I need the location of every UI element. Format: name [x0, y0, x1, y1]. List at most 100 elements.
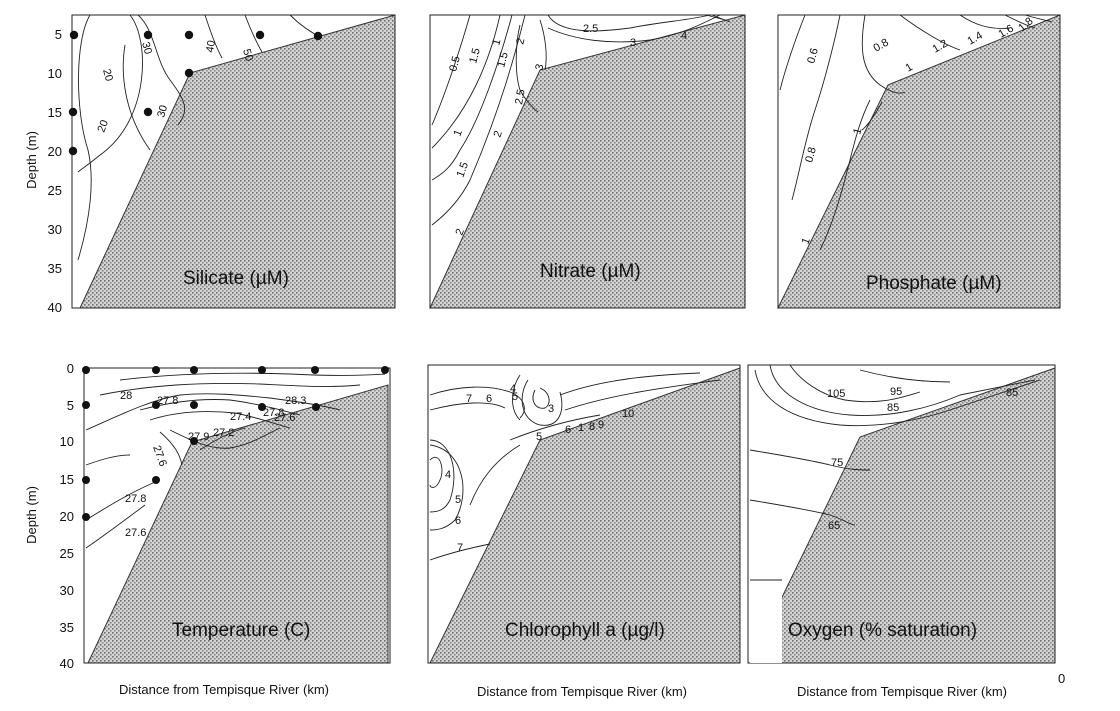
contour-label: 1 — [578, 422, 584, 434]
contour-label: 4 — [510, 383, 516, 395]
contour-label: 7 — [457, 542, 463, 554]
sample-point — [152, 401, 160, 409]
sample-point — [313, 31, 323, 41]
y-axis-label: Depth (m) — [24, 131, 39, 189]
y-tick-label: 15 — [48, 105, 62, 120]
y-tick-label: 25 — [60, 546, 74, 561]
sample-point — [82, 401, 90, 409]
sample-point — [258, 366, 266, 374]
contour-lines — [749, 364, 1041, 526]
sample-point — [69, 30, 79, 40]
y-tick-label: 35 — [48, 261, 62, 276]
sample-point — [184, 68, 194, 78]
contour-label: 27.4 — [230, 411, 251, 423]
contour-labels: 20 30 40 50 20 30 20 — [96, 39, 255, 134]
contour-label: 1 — [800, 236, 813, 246]
x-axis-label: Distance from Tempisque River (km) — [797, 684, 1007, 699]
contour-label: 28 — [120, 390, 132, 402]
contour-label: 0.5 — [447, 55, 463, 73]
contour-lines — [779, 14, 1053, 251]
panel-chlorophyll: 7 6 5 4 3 10 5 6 1 8 9 4 5 6 7 Chlorophy… — [427, 364, 741, 699]
contour-labels: 7 6 5 4 3 10 5 6 1 8 9 4 5 6 7 — [445, 383, 634, 554]
plot-frame — [427, 364, 741, 664]
panel-title: Temperature (C) — [172, 620, 310, 641]
contour-lines — [85, 372, 386, 549]
contour-lines — [77, 14, 323, 261]
y-axis: 0 5 10 15 20 25 30 35 40 Depth (m) — [24, 361, 74, 671]
contour-label: 2 — [454, 227, 467, 237]
sample-point — [68, 107, 78, 117]
contour-label: 0.6 — [805, 47, 821, 65]
sample-point — [143, 30, 153, 40]
contour-label: 30 — [139, 41, 154, 56]
contour-lines — [429, 372, 721, 561]
panel-title: Phosphate (µM) — [866, 273, 1002, 294]
panel-title: Chlorophyll a (µg/l) — [505, 620, 665, 641]
contour-label: 3 — [533, 63, 546, 72]
sample-point — [82, 476, 90, 484]
y-tick-label: 35 — [60, 620, 74, 635]
y-tick-label: 5 — [55, 27, 62, 42]
contour-label: 27.6 — [274, 412, 295, 424]
panel-silicate: 20 30 40 50 20 30 20 Silicate (µM) 5 10 … — [24, 14, 396, 315]
contour-lines — [431, 14, 731, 226]
contour-label: 7 — [466, 393, 472, 405]
y-tick-label: 25 — [48, 183, 62, 198]
sample-point — [311, 366, 319, 374]
panel-title: Nitrate (µM) — [540, 261, 641, 282]
contour-label: 0.8 — [872, 37, 891, 55]
panel-nitrate: 0.5 1 1.5 2 2.5 3 4 1.5 2.5 3 1 1.5 2 2 … — [429, 14, 746, 309]
plot-frame — [777, 14, 1061, 309]
contour-labels: 0.5 1 1.5 2 2.5 3 4 1.5 2.5 3 1 1.5 2 2 — [447, 23, 687, 237]
sample-point — [152, 366, 160, 374]
y-tick-label: 40 — [60, 656, 74, 671]
contour-label: 6 — [455, 515, 461, 527]
sample-point — [68, 146, 78, 156]
panel-oxygen: 105 95 85 85 75 65 Oxygen (% saturation)… — [747, 364, 1056, 699]
y-tick-label: 10 — [60, 434, 74, 449]
panel-phosphate: 0.6 0.8 1 1.2 1.4 1.6 1.8 0.8 1 0.8 1 Ph… — [777, 14, 1061, 309]
contour-label: 27.8 — [157, 395, 178, 407]
contour-label: 27.8 — [125, 493, 146, 505]
seafloor-area — [777, 14, 1061, 309]
contour-label: 20 — [100, 68, 115, 83]
contour-label: 27.6 — [150, 444, 169, 468]
contour-label: 50 — [240, 48, 255, 63]
contour-label: 85 — [1006, 387, 1018, 399]
y-tick-label: 20 — [48, 144, 62, 159]
contour-label: 27.2 — [213, 427, 234, 439]
sample-point — [82, 513, 90, 521]
contour-label: 9 — [598, 419, 604, 431]
contour-label: 1.5 — [467, 47, 483, 65]
contour-label: 1 — [851, 127, 864, 136]
contour-labels: 105 95 85 85 75 65 — [827, 386, 1018, 532]
contour-label: 5 — [455, 494, 461, 506]
sample-point — [312, 403, 320, 411]
sample-point — [190, 366, 198, 374]
sample-point — [152, 476, 160, 484]
data-gap-region — [750, 580, 782, 663]
contour-label: 6 — [486, 393, 492, 405]
y-tick-label: 20 — [60, 509, 74, 524]
contour-label: 1 — [490, 38, 503, 47]
sample-point — [190, 437, 198, 445]
contour-label: 10 — [622, 408, 634, 420]
y-tick-label: 40 — [48, 300, 62, 315]
contour-label: 95 — [890, 386, 902, 398]
contour-label: 2.5 — [513, 88, 527, 105]
contour-label: 8 — [589, 421, 595, 433]
contour-label: 2.5 — [583, 23, 598, 35]
seafloor-area — [429, 367, 741, 664]
contour-label: 40 — [204, 39, 218, 53]
sample-point — [255, 30, 265, 40]
y-tick-label: 5 — [67, 398, 74, 413]
seafloor-area — [79, 14, 396, 309]
contour-label: 1.5 — [455, 161, 472, 179]
contour-label: 30 — [155, 104, 170, 119]
contour-label: 1 — [904, 61, 915, 74]
contour-label: 1.4 — [966, 30, 985, 48]
contour-label: 2 — [514, 37, 527, 46]
contour-label: 3 — [548, 403, 554, 415]
panel-temperature: 28 27.8 27.4 27.2 27.6 27.8 27.6 27.9 28… — [24, 361, 391, 697]
